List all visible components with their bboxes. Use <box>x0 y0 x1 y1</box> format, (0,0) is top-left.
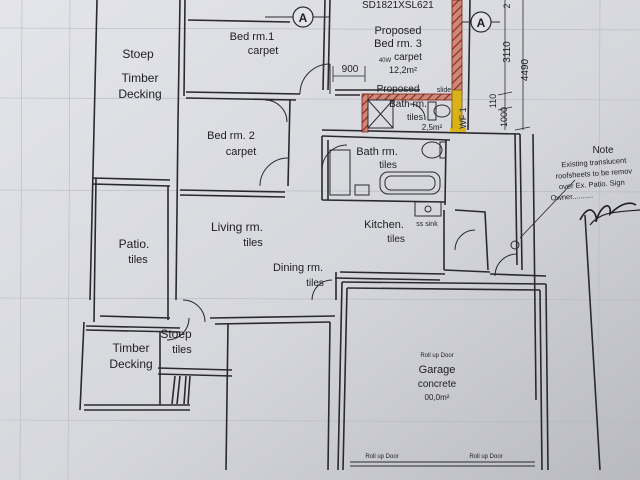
proposed-bath-line1: Proposed <box>377 84 420 95</box>
bed2-floor: carpet <box>226 146 257 158</box>
bed3-floor: carpet <box>394 52 422 63</box>
dimension-4490: 4490 <box>520 58 531 81</box>
kitchen-floor: tiles <box>387 234 405 245</box>
bed3-line1: Proposed <box>374 25 421 37</box>
living-name: Living rm. <box>211 220 263 234</box>
timber-top-label: Timber <box>122 71 159 85</box>
garage-name: Garage <box>419 364 456 376</box>
section-marker-label: A <box>477 16 486 30</box>
garage-rollup-left: Roll up Door <box>365 454 398 460</box>
decking-top-label: Decking <box>118 87 161 101</box>
patio-floor: tiles <box>128 254 148 266</box>
decking-bottom-label: Decking <box>109 357 152 371</box>
bed1-name: Bed rm.1 <box>230 31 275 43</box>
door-swings <box>166 63 518 341</box>
garage-area: 00,0m² <box>425 393 450 402</box>
proposed-bath-area: 2,5m² <box>422 123 443 132</box>
owner-signature <box>579 202 637 223</box>
sink-label: ss sink <box>416 221 438 228</box>
patio-name: Patio. <box>119 237 150 251</box>
bed1-floor: carpet <box>248 45 279 57</box>
section-marker-a-right: A <box>462 11 500 33</box>
bed2-name: Bed rm. 2 <box>207 130 255 142</box>
garage-door-tracks <box>350 461 535 467</box>
bed3-area: 12,2m² <box>389 65 417 75</box>
dimension-900: 900 <box>342 64 359 75</box>
dimension-2: 2 <box>502 3 512 8</box>
dining-name: Dining rm. <box>273 262 323 274</box>
fixtures <box>329 99 520 250</box>
living-floor: tiles <box>243 237 263 249</box>
stoep-bottom-floor: tiles <box>172 344 192 356</box>
right-dimension-lines <box>497 0 531 131</box>
window-tag: WF 1 <box>458 107 468 129</box>
owner-signature-underline <box>589 209 640 226</box>
section-marker-label: A <box>299 11 308 25</box>
kitchen-name: Kitchen. <box>364 219 404 231</box>
section-marker-a-left: A <box>265 6 330 28</box>
note-title: Note <box>592 145 614 156</box>
bed3-small-note: 40W <box>379 58 392 64</box>
bath-name: Bath rm. <box>356 146 398 158</box>
dimension-1000: 1000 <box>499 107 509 127</box>
proposed-bath-line2: Bath rm. <box>389 99 427 110</box>
garage-rollup-top: Roll up Door <box>420 353 453 359</box>
stoep-top-label: Stoep <box>122 47 154 61</box>
slide-label: slide <box>437 87 452 94</box>
timber-bottom-label: Timber <box>113 341 150 355</box>
stoep-bottom-label: Stoep <box>160 327 192 341</box>
drawing-number: SD1821XSL621 <box>362 0 434 11</box>
new-wall-hatch <box>451 0 463 96</box>
proposed-bath-floor: tiles <box>407 112 424 122</box>
dining-floor: tiles <box>306 278 324 289</box>
walls <box>79 0 601 471</box>
bath-floor: tiles <box>379 160 397 171</box>
note-line4: Owner.......... <box>550 191 593 203</box>
new-wall-hatch-left <box>361 93 369 133</box>
dimension-110: 110 <box>488 94 498 108</box>
bed3-line2: Bed rm. 3 <box>374 38 422 50</box>
garage-rollup-right: Roll up Door <box>469 454 502 460</box>
garage-floor: concrete <box>418 379 457 390</box>
note-leader-line <box>519 179 576 239</box>
dimension-3110: 3110 <box>502 41 513 63</box>
